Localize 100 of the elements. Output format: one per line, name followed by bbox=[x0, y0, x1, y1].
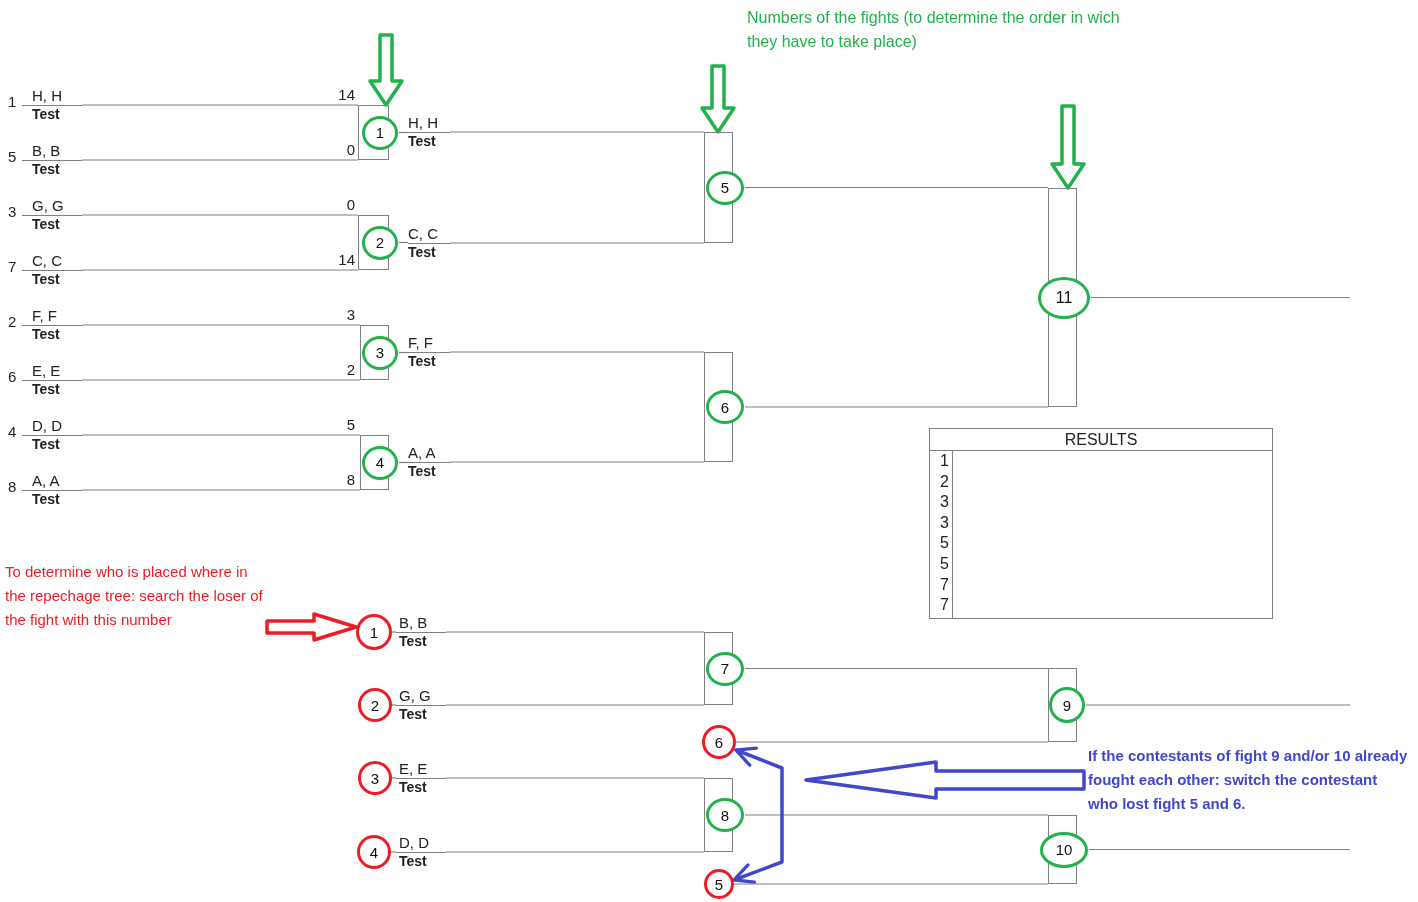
bracket-line bbox=[744, 406, 1049, 408]
results-table bbox=[929, 428, 1273, 619]
competitor-name: D, D bbox=[399, 834, 429, 851]
competitor-name: A, A bbox=[32, 472, 60, 489]
rank-number: 5 bbox=[939, 553, 949, 574]
bracket-line bbox=[733, 883, 1049, 885]
fight-bracket bbox=[360, 435, 399, 490]
fight-number: 2 bbox=[362, 225, 398, 260]
competitor-name: A, A bbox=[408, 444, 436, 461]
club-name: Test bbox=[32, 381, 60, 398]
club-name: Test bbox=[399, 706, 427, 723]
club-name: Test bbox=[408, 463, 436, 480]
seed-number: 4 bbox=[8, 423, 17, 440]
club-name: Test bbox=[32, 326, 60, 343]
club-name: Test bbox=[408, 353, 436, 370]
bracket-line bbox=[445, 631, 705, 633]
score: 14 bbox=[337, 251, 355, 268]
competitor-name: E, E bbox=[399, 760, 428, 777]
circled-number: 6 bbox=[702, 725, 736, 759]
bracket-line bbox=[81, 104, 359, 106]
annotation-text: To determine who is placed where in the repechage tree: search the loser of the fight with this number bbox=[5, 560, 267, 632]
bracket-line bbox=[81, 434, 361, 436]
fight-bracket bbox=[704, 632, 745, 705]
fight-number: 11 bbox=[1038, 276, 1090, 319]
bracket-line bbox=[1090, 296, 1351, 299]
bracket-line bbox=[449, 242, 705, 244]
competitor-name: H, H bbox=[408, 114, 438, 131]
bracket-line bbox=[445, 777, 705, 779]
fight-number: 8 bbox=[706, 798, 744, 832]
bracket-line bbox=[81, 214, 359, 216]
seed-number: 7 bbox=[8, 258, 17, 275]
circled-number: 3 bbox=[358, 761, 392, 795]
circled-number: 4 bbox=[357, 835, 391, 869]
competitor-name: B, B bbox=[399, 614, 428, 631]
score: 2 bbox=[345, 361, 355, 378]
seed-number: 5 bbox=[8, 148, 17, 165]
club-name: Test bbox=[32, 106, 60, 123]
bracket-line bbox=[398, 241, 409, 244]
bracket-line bbox=[81, 489, 361, 491]
bracket-line bbox=[81, 159, 359, 161]
fight-number: 10 bbox=[1040, 831, 1088, 868]
club-name: Test bbox=[408, 133, 436, 150]
rank-number: 2 bbox=[939, 471, 949, 492]
block-arrow bbox=[1050, 104, 1086, 190]
bracket-line bbox=[1088, 848, 1351, 851]
block-arrow bbox=[265, 612, 358, 642]
competitor-name: H, H bbox=[32, 87, 62, 104]
club-name: Test bbox=[399, 779, 427, 796]
annotation-text: If the contestants of fight 9 and/or 10 already fought each other: switch the contestant who lost fight 5 and 6. bbox=[1088, 744, 1408, 816]
seed-number: 3 bbox=[8, 203, 17, 220]
fight-number: 6 bbox=[706, 390, 744, 424]
bracket-line bbox=[391, 704, 397, 706]
fight-bracket bbox=[704, 132, 745, 243]
club-name: Test bbox=[408, 244, 436, 261]
bracket-line bbox=[445, 851, 705, 853]
rank-number: 7 bbox=[939, 595, 949, 616]
score: 5 bbox=[345, 416, 355, 433]
fight-bracket bbox=[358, 215, 399, 270]
score: 8 bbox=[345, 471, 355, 488]
competitor-name: G, G bbox=[399, 687, 431, 704]
club-name: Test bbox=[32, 436, 60, 453]
rank-number: 3 bbox=[939, 512, 949, 533]
competitor-name: C, C bbox=[408, 225, 438, 242]
club-name: Test bbox=[32, 271, 60, 288]
club-name: Test bbox=[32, 491, 60, 508]
competitor-name: F, F bbox=[408, 334, 433, 351]
circled-number: 1 bbox=[356, 614, 392, 650]
fight-bracket bbox=[1048, 668, 1086, 742]
block-arrow bbox=[700, 64, 736, 134]
club-name: Test bbox=[399, 633, 427, 650]
bracket-line bbox=[81, 379, 361, 381]
fight-number: 5 bbox=[706, 170, 744, 205]
rank-number: 3 bbox=[939, 492, 949, 513]
score: 3 bbox=[345, 306, 355, 323]
club-name: Test bbox=[399, 853, 427, 870]
bracket-line bbox=[744, 667, 1049, 670]
bracket-line bbox=[390, 851, 397, 853]
score: 0 bbox=[345, 141, 355, 158]
bracket-line bbox=[398, 461, 409, 464]
fight-bracket bbox=[704, 352, 745, 462]
bracket-line bbox=[744, 814, 1049, 816]
competitor-name: F, F bbox=[32, 307, 57, 324]
competitor-name: E, E bbox=[32, 362, 61, 379]
circled-number: 2 bbox=[358, 688, 392, 722]
competitor-name: D, D bbox=[32, 417, 62, 434]
competitor-name: G, G bbox=[32, 197, 64, 214]
bracket-line bbox=[391, 777, 397, 779]
competitor-name: C, C bbox=[32, 252, 62, 269]
bracket-line bbox=[398, 131, 409, 134]
bracket-line bbox=[391, 631, 397, 633]
bracket-line bbox=[449, 461, 705, 463]
rank-number: 5 bbox=[939, 533, 949, 554]
score: 14 bbox=[337, 86, 355, 103]
table-header: RESULTS bbox=[930, 429, 1272, 451]
block-arrow bbox=[368, 33, 404, 107]
fight-number: 3 bbox=[362, 335, 398, 370]
rank-number: 7 bbox=[939, 574, 949, 595]
club-name: Test bbox=[32, 216, 60, 233]
fight-number: 7 bbox=[706, 651, 744, 686]
seed-number: 1 bbox=[8, 93, 17, 110]
